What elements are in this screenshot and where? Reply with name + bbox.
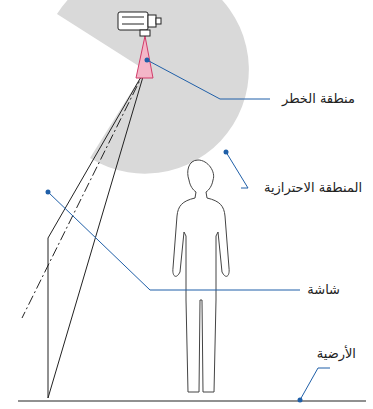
callout-label: شاشة [307, 282, 340, 298]
person-silhouette [173, 160, 229, 392]
beam-line [48, 70, 145, 238]
danger-zone [136, 36, 153, 78]
leader-lines [48, 60, 330, 400]
screen-line [48, 238, 49, 398]
callout-label: الأرضية [317, 346, 356, 362]
beam-center-line [22, 70, 145, 318]
floor-line [18, 400, 366, 401]
leader-dots [46, 58, 303, 403]
projector [118, 12, 161, 36]
callout-label: المنطقة الاحترازية [264, 180, 362, 196]
callout-label: منطقة الخطر [282, 91, 355, 107]
precaution-zone [57, 0, 249, 174]
beam-line [48, 70, 145, 398]
